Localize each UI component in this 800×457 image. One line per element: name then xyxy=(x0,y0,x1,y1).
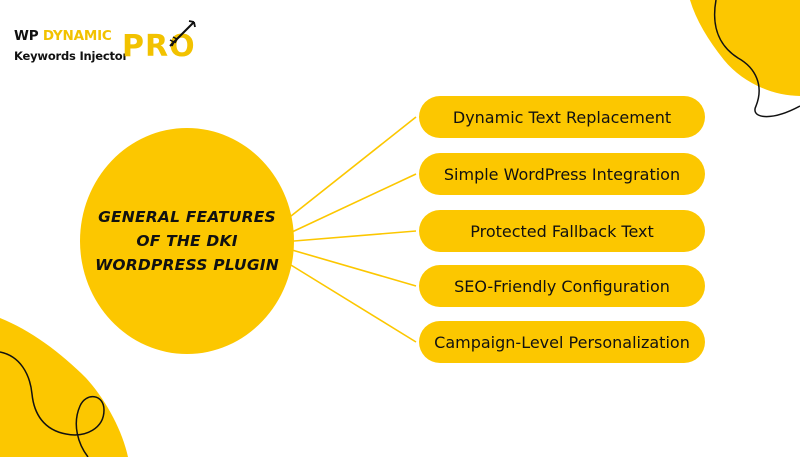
feature-pill-seo-configuration: SEO-Friendly Configuration xyxy=(419,265,705,307)
bottom-left-blob xyxy=(0,318,128,457)
center-title-line-1: GENERAL FEATURES xyxy=(98,208,276,226)
center-title-line-2: OF THE DKI xyxy=(136,232,238,250)
feature-pill-dynamic-text-replacement: Dynamic Text Replacement xyxy=(419,96,705,138)
connector-line-1 xyxy=(285,116,417,221)
brand-logo: WP DYNAMIC Keywords Injector PRO xyxy=(14,20,204,76)
logo-title: WP DYNAMIC xyxy=(14,28,112,44)
feature-pill-campaign-personalization: Campaign-Level Personalization xyxy=(419,321,705,363)
logo-subtitle: Keywords Injector xyxy=(14,49,128,63)
top-right-blob xyxy=(690,0,800,96)
logo-title-accent: DYNAMIC xyxy=(42,28,112,44)
center-topic-title: GENERAL FEATURES OF THE DKI WORDPRESS PL… xyxy=(92,205,282,277)
bottom-left-squiggle xyxy=(0,351,105,457)
feature-pill-fallback-text: Protected Fallback Text xyxy=(419,210,705,252)
connector-lines xyxy=(285,116,417,343)
feature-pill-wordpress-integration: Simple WordPress Integration xyxy=(419,153,705,195)
arrow-icon xyxy=(169,20,196,47)
connector-line-3 xyxy=(293,230,417,242)
connector-line-4 xyxy=(291,249,417,287)
center-title-line-3: WORDPRESS PLUGIN xyxy=(95,256,279,274)
connector-line-5 xyxy=(285,261,417,343)
logo-pro-badge: PRO xyxy=(122,29,196,64)
center-topic-circle: GENERAL FEATURES OF THE DKI WORDPRESS PL… xyxy=(80,128,294,354)
connector-line-2 xyxy=(291,173,417,233)
top-right-squiggle xyxy=(713,0,800,118)
logo-title-prefix: WP xyxy=(14,28,43,44)
